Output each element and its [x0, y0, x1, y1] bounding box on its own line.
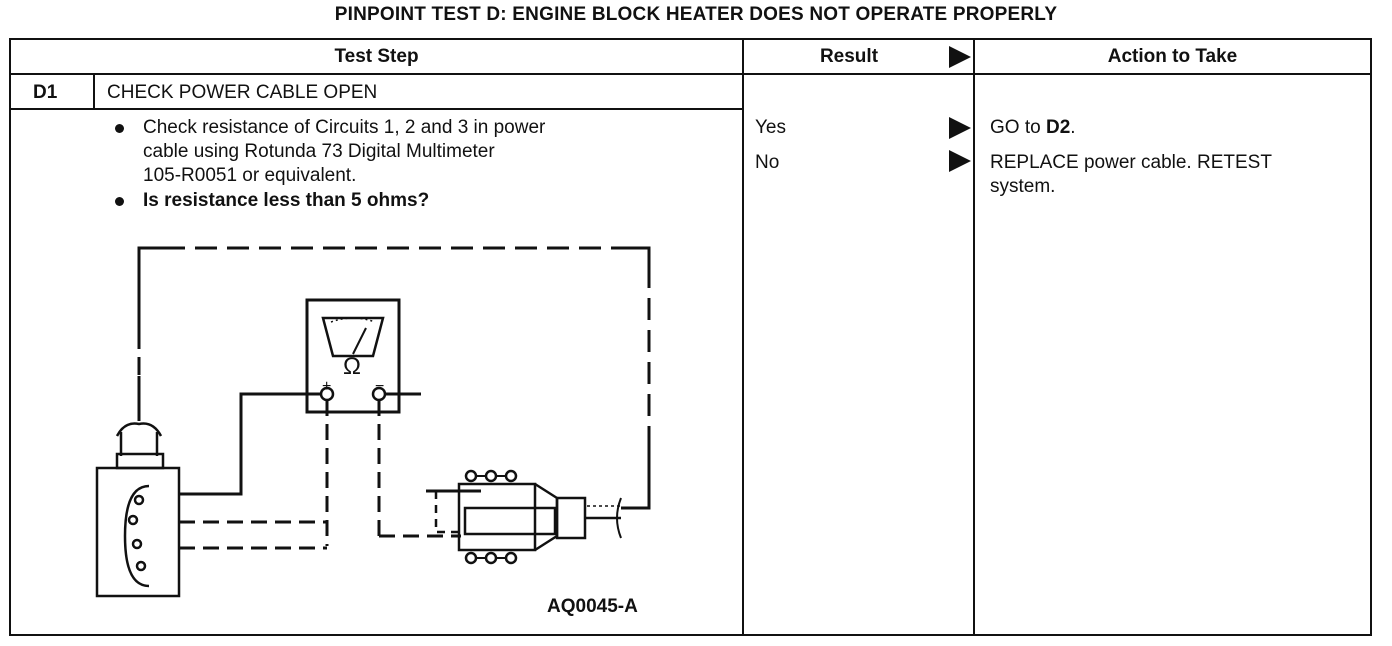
- meter-plus-label: +: [322, 378, 332, 395]
- pinpoint-test-table: Test Step Result Action to Take D1 CHECK…: [9, 38, 1372, 636]
- divider: [93, 74, 95, 109]
- action-no-line1: REPLACE power cable. RETEST: [990, 152, 1272, 173]
- header-test-step: Test Step: [334, 46, 419, 67]
- divider: [11, 108, 742, 110]
- divider: [742, 40, 744, 634]
- instruction-line: 105-R0051 or equivalent.: [143, 165, 357, 186]
- meter-ohm-symbol: Ω: [343, 353, 361, 380]
- circuit-diagram: [95, 246, 651, 598]
- triangle-right-icon: [949, 46, 971, 68]
- divider: [11, 73, 1370, 75]
- page-title: PINPOINT TEST D: ENGINE BLOCK HEATER DOE…: [334, 4, 1058, 25]
- result-no: No: [755, 152, 780, 173]
- bullet: [115, 124, 124, 133]
- triangle-right-icon: [949, 117, 971, 139]
- instruction-line: Check resistance of Circuits 1, 2 and 3 …: [143, 117, 546, 138]
- action-no-line2: system.: [990, 176, 1056, 197]
- result-yes: Yes: [755, 117, 786, 138]
- action-yes: GO to D2.: [990, 117, 1076, 138]
- bullet: [115, 197, 124, 206]
- header-action: Action to Take: [1107, 46, 1238, 67]
- question-text: Is resistance less than 5 ohms?: [143, 190, 430, 211]
- step-id: D1: [33, 82, 58, 103]
- triangle-right-icon: [949, 150, 971, 172]
- step-heading: CHECK POWER CABLE OPEN: [107, 82, 378, 103]
- meter-minus-label: −: [375, 378, 385, 395]
- divider: [973, 40, 975, 634]
- header-result: Result: [819, 46, 879, 67]
- instruction-line: cable using Rotunda 73 Digital Multimete…: [143, 141, 495, 162]
- figure-code: AQ0045-A: [547, 596, 638, 617]
